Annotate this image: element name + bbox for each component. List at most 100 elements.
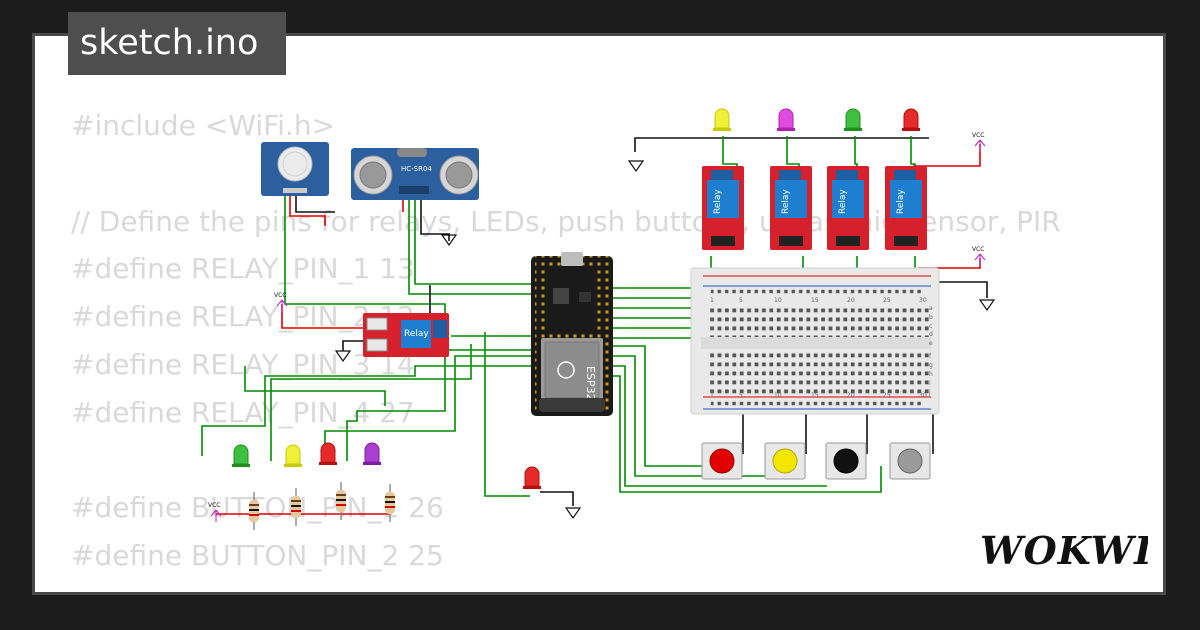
resistor-3[interactable] <box>336 482 346 520</box>
bb-row-h: h <box>929 371 933 378</box>
code-line: // Define the pins for relays, LEDs, pus… <box>71 204 1061 238</box>
bb-row-f: f <box>929 353 932 360</box>
resistor-2[interactable] <box>291 488 301 526</box>
resistors[interactable] <box>249 482 395 530</box>
code-line: #define BUTTON_PIN_3 33 <box>71 580 1061 592</box>
vcc-label-1: VCC <box>972 132 984 139</box>
wire-relay-left-gnd <box>342 340 365 351</box>
code-line: #define RELAY_PIN_1 13 <box>71 252 415 286</box>
wire-led-top-2 <box>786 136 800 171</box>
ground-icon <box>627 160 645 173</box>
vcc-label-2: VCC <box>972 246 984 253</box>
wire-relay-right-gnd <box>925 281 988 298</box>
bb-row-g: g <box>929 362 933 369</box>
filename-tab[interactable]: sketch.ino <box>68 12 286 75</box>
wire-vcc-relay <box>281 304 365 329</box>
bb-row-a: a <box>929 305 933 312</box>
code-line: #define RELAY_PIN_4 27 <box>71 395 415 429</box>
led-left-purple[interactable] <box>363 442 381 465</box>
wire-pir-signal <box>284 194 446 318</box>
pir-sensor[interactable] <box>261 142 329 196</box>
esp32-label: ESP32 <box>584 366 597 401</box>
wire-button-4 <box>610 375 882 493</box>
bb-col-20: 20 <box>847 297 855 304</box>
bb-col-25-bottom: 25 <box>883 392 891 399</box>
led-single-red[interactable] <box>523 466 541 489</box>
wokwi-logo: WOKWI <box>980 528 1148 573</box>
vcc-label-4: VCC <box>208 502 220 509</box>
button-gray[interactable] <box>889 442 931 480</box>
relay-top-3-label: Relay <box>838 189 848 214</box>
vcc-label-3: VCC <box>274 292 286 299</box>
vcc-symbol-3: VCC <box>274 292 288 312</box>
wire-top-gnd <box>634 137 929 152</box>
ground-icon <box>334 350 352 363</box>
wire-relay-left-black <box>429 285 431 324</box>
button-black[interactable] <box>825 442 867 480</box>
resistor-4[interactable] <box>385 484 395 522</box>
led-top-yellow[interactable] <box>713 108 731 131</box>
relay-top-3[interactable]: Relay <box>827 166 869 250</box>
ground-icons <box>334 160 996 520</box>
led-left-red[interactable] <box>319 442 337 465</box>
vcc-symbol-1: VCC <box>972 132 986 152</box>
vcc-symbol-4: VCC <box>208 502 222 522</box>
led-top-magenta[interactable] <box>777 108 795 131</box>
vcc-symbol-2: VCC <box>972 246 986 266</box>
code-line: #define RELAY_PIN_3 14 <box>71 347 415 381</box>
circuit-diagram: HC-SR04 Relay ESP32 <box>201 108 996 530</box>
esp32-board[interactable]: ESP32 <box>531 252 613 416</box>
relay-top-4-label: Relay <box>896 189 906 214</box>
led-left-yellow[interactable] <box>284 444 302 467</box>
bb-col-10-bottom: 10 <box>774 392 782 399</box>
relay-top-4[interactable]: Relay <box>885 166 927 250</box>
relay-top-2[interactable]: Relay <box>770 166 812 250</box>
wire-led-left-2 <box>270 344 472 461</box>
code-editor-background: #include <WiFi.h> // Define the pins for … <box>71 102 1061 592</box>
bb-col-1-bottom: 1 <box>710 392 714 399</box>
wire-pir-gnd <box>295 194 335 213</box>
relay-left[interactable]: Relay <box>363 313 449 357</box>
wire-button-1 <box>610 345 703 467</box>
relay-top-1[interactable]: Relay <box>702 166 744 250</box>
resistor-1[interactable] <box>249 492 259 530</box>
ultrasonic-sensor[interactable]: HC-SR04 <box>351 148 479 200</box>
code-line: #include <WiFi.h> <box>71 109 336 142</box>
relay-top-1-label: Relay <box>713 189 723 214</box>
wire-led-left-1 <box>201 365 535 456</box>
button-red[interactable] <box>701 442 743 480</box>
bb-col-15-bottom: 15 <box>811 392 819 399</box>
wire-led-top-3 <box>854 136 858 171</box>
code-line: #define BUTTON_PIN_2 25 <box>71 539 444 573</box>
vcc-symbols: VCC VCC VCC VCC <box>208 132 986 522</box>
wire-top-vcc <box>913 144 981 167</box>
bb-col-5-bottom: 5 <box>739 392 743 399</box>
wire-led-left-3 <box>324 355 535 461</box>
bb-row-j: j <box>928 389 931 396</box>
bb-row-i: i <box>929 380 931 387</box>
breadboard[interactable]: 1 5 10 15 20 25 30 1 5 10 15 20 25 30 a … <box>690 267 940 415</box>
wire-button-3 <box>610 365 827 487</box>
led-left-green[interactable] <box>232 444 250 467</box>
bb-col-30-bottom: 30 <box>919 392 927 399</box>
wire-single-led-gnd <box>540 491 574 506</box>
bb-row-b: b <box>929 314 933 321</box>
bb-col-1: 1 <box>710 297 714 304</box>
led-top-green[interactable] <box>844 108 862 131</box>
ultrasonic-label: HC-SR04 <box>401 165 432 173</box>
ground-icon <box>978 299 996 312</box>
simulator-canvas: #include <WiFi.h> // Define the pins for … <box>32 33 1166 595</box>
relay-left-label: Relay <box>404 329 429 339</box>
bb-col-30: 30 <box>919 297 927 304</box>
wokwi-logo-text: WOKWI <box>980 528 1148 573</box>
bb-row-c: c <box>929 323 932 330</box>
led-top-red[interactable] <box>902 108 920 131</box>
wire-us-gnd <box>420 196 450 241</box>
wire-us-echo <box>414 196 535 285</box>
bb-col-15: 15 <box>811 297 819 304</box>
wire-led-top-1 <box>722 136 738 171</box>
ground-icon <box>564 507 582 520</box>
relay-top-2-label: Relay <box>781 189 791 214</box>
button-yellow[interactable] <box>764 442 806 480</box>
wire-us-trig <box>408 196 535 295</box>
